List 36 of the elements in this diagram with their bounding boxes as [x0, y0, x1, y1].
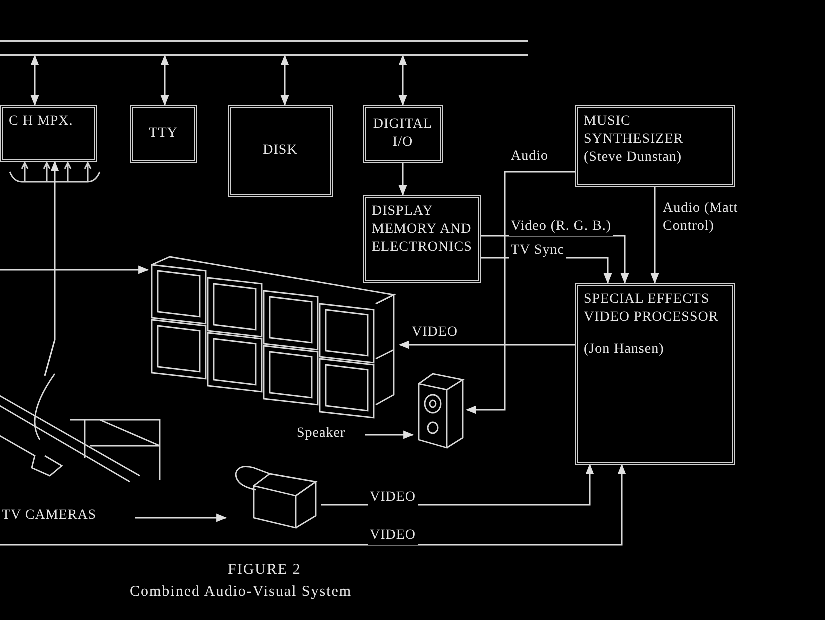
process-box: [575, 105, 735, 187]
connector-arrow: [30, 54, 40, 106]
edge-label: TV Sync: [509, 242, 566, 260]
connector-arrow: [365, 430, 414, 440]
box-label: TTY: [148, 124, 179, 143]
caption: Combined Audio-Visual System: [130, 584, 352, 601]
box-label: DISPLAY MEMORY AND ELECTRONICS: [372, 203, 472, 258]
process-box: [363, 105, 443, 163]
process-box: [0, 105, 97, 162]
connector-arrow: [0, 464, 626, 546]
connector-arrow: [135, 514, 228, 522]
connector-arrow: [398, 163, 408, 196]
box-label: C H MPX.: [9, 113, 74, 131]
connector-arrow: [160, 54, 170, 106]
connector-arrow: [280, 54, 290, 106]
edge-label: Video (R. G. B.): [509, 218, 614, 236]
connector-arrow: [0, 266, 150, 274]
process-box: [575, 283, 735, 465]
bus-bar: [0, 40, 528, 56]
box-label: SPECIAL EFFECTS VIDEO PROCESSOR: [584, 291, 720, 328]
connector-arrow: [466, 171, 575, 414]
figure-number: FIGURE 2: [228, 562, 302, 579]
process-box: [363, 195, 481, 283]
connector-arrow: [650, 187, 660, 284]
edge-label: VIDEO: [368, 527, 418, 544]
connector-arrow: [398, 340, 575, 350]
box-label: (Jon Hansen): [584, 341, 666, 360]
box-label: DIGITAL I/O: [372, 116, 434, 152]
connector-arrow: [481, 235, 630, 284]
process-box: [228, 105, 333, 197]
edge-label: VIDEO: [368, 489, 418, 506]
box-label: MUSIC SYNTHESIZER (Steve Dunstan): [584, 113, 685, 168]
process-box: [130, 105, 197, 163]
connector-arrow: [398, 54, 408, 106]
box-label: DISK: [262, 142, 299, 160]
connector-arrow: [44, 160, 60, 376]
